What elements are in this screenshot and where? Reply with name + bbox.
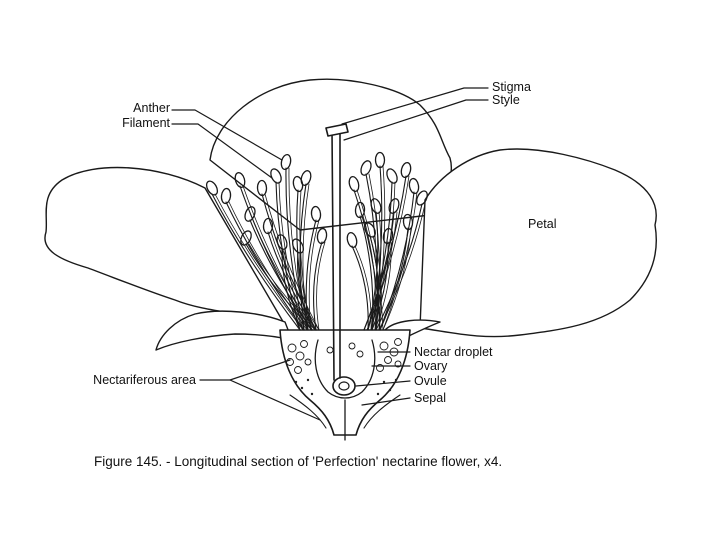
nectariferous-area-label: Nectariferous area <box>93 373 196 387</box>
style-label: Style <box>492 93 520 107</box>
stigma-label: Stigma <box>492 80 531 94</box>
anther-label: Anther <box>133 101 170 115</box>
ovary-label: Ovary <box>414 359 448 373</box>
filament-label: Filament <box>122 116 170 130</box>
right-petal <box>420 149 656 337</box>
petal-label: Petal <box>528 217 557 231</box>
lower-left-petal <box>156 311 292 350</box>
sepal-label: Sepal <box>414 391 446 405</box>
figure-caption: Figure 145. - Longitudinal section of 'P… <box>94 454 502 469</box>
ovule-label: Ovule <box>414 374 447 388</box>
nectar-droplet-label: Nectar droplet <box>414 345 493 359</box>
